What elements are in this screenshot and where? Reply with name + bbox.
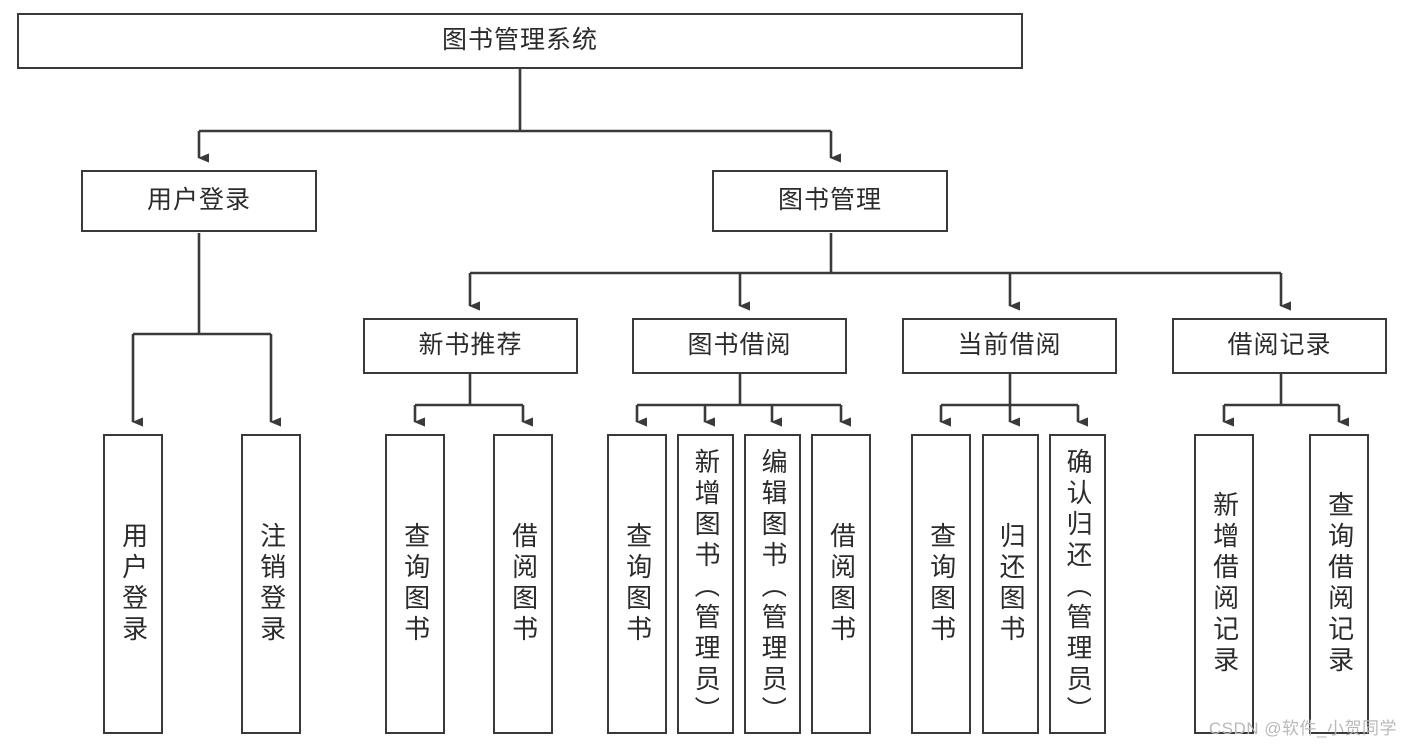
node-leaf-user-login[interactable]: 用户登录	[103, 434, 163, 734]
node-label: 查询借阅记录	[1325, 491, 1353, 677]
node-user-login[interactable]: 用户登录	[81, 170, 317, 232]
node-label: 图书管理系统	[441, 26, 598, 55]
node-label: 注销登录	[257, 522, 285, 646]
node-leaf-query-book-borrow[interactable]: 查询图书	[607, 434, 667, 734]
node-label: 编辑图书（管理员）	[758, 448, 787, 720]
node-current-borrow[interactable]: 当前借阅	[902, 318, 1117, 374]
node-leaf-query-book-current[interactable]: 查询图书	[911, 434, 971, 734]
node-book-borrow[interactable]: 图书借阅	[632, 318, 847, 374]
node-label: 查询图书	[623, 522, 651, 646]
node-label: 借阅记录	[1227, 331, 1332, 360]
node-borrow-record[interactable]: 借阅记录	[1172, 318, 1387, 374]
node-label: 用户登录	[119, 522, 147, 646]
csdn-watermark: CSDN @软件_小贺同学	[1208, 719, 1397, 738]
node-label: 查询图书	[927, 522, 955, 646]
node-root-system[interactable]: 图书管理系统	[17, 13, 1023, 69]
node-label: 确认归还（管理员）	[1063, 448, 1092, 720]
node-leaf-edit-book-admin[interactable]: 编辑图书（管理员）	[744, 434, 801, 734]
node-label: 新增图书（管理员）	[691, 448, 720, 720]
node-leaf-confirm-return-admin[interactable]: 确认归还（管理员）	[1049, 434, 1106, 734]
node-leaf-borrow-book[interactable]: 借阅图书	[811, 434, 871, 734]
node-leaf-logout[interactable]: 注销登录	[241, 434, 301, 734]
node-label: 图书管理	[777, 186, 882, 215]
node-label: 查询图书	[401, 522, 429, 646]
node-label: 新增借阅记录	[1210, 491, 1238, 677]
node-leaf-return-book[interactable]: 归还图书	[982, 434, 1039, 734]
node-label: 借阅图书	[827, 522, 855, 646]
node-label: 借阅图书	[509, 522, 537, 646]
node-leaf-query-borrow-record[interactable]: 查询借阅记录	[1309, 434, 1369, 734]
node-label: 用户登录	[146, 186, 251, 215]
node-new-book-recommend[interactable]: 新书推荐	[363, 318, 578, 374]
node-label: 图书借阅	[687, 331, 792, 360]
node-label: 归还图书	[996, 522, 1025, 646]
node-label: 当前借阅	[957, 331, 1062, 360]
node-leaf-add-book-admin[interactable]: 新增图书（管理员）	[677, 434, 734, 734]
node-leaf-query-book-recommend[interactable]: 查询图书	[385, 434, 445, 734]
node-leaf-add-borrow-record[interactable]: 新增借阅记录	[1194, 434, 1254, 734]
node-book-management[interactable]: 图书管理	[712, 170, 948, 232]
node-label: 新书推荐	[418, 331, 523, 360]
node-leaf-borrow-book-recommend[interactable]: 借阅图书	[493, 434, 553, 734]
